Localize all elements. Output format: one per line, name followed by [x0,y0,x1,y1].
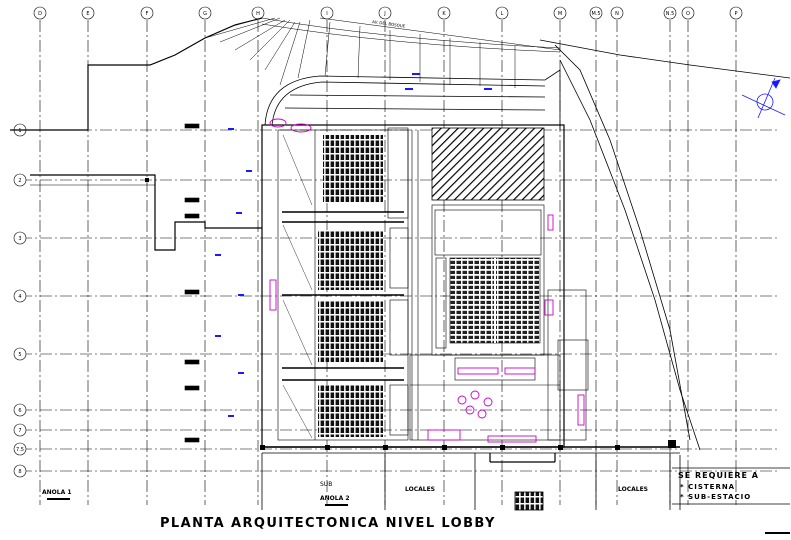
street-lines [204,17,561,88]
svg-text:J: J [383,11,385,17]
column-posts [145,178,676,450]
svg-text:L: L [501,11,504,17]
svg-text:F: F [146,11,149,17]
row-marker-labels: 1 2 3 4 5 6 7 7.5 8 [16,128,24,475]
svg-text:K: K [442,11,446,17]
svg-text:8: 8 [18,469,21,475]
svg-text:7.5: 7.5 [16,447,24,453]
ramp [264,69,561,130]
locales-label-2: LOCALES [618,486,648,493]
dimension-marks [215,73,492,417]
building-outline [261,124,680,463]
label-underlines [47,498,790,534]
text-labels: ANOLA 1 SUB ANOLA 2 LOCALES LOCALES AV. … [42,19,759,531]
note-line-3: * SUB-ESTACIO [680,493,751,501]
site-boundary [10,17,263,251]
furniture [269,118,585,443]
parking-diagonals [282,134,313,439]
core [387,127,419,440]
parking-stalls [318,135,383,437]
note-line-2: * CISTERNA [680,483,735,491]
svg-text:H: H [256,11,260,17]
column-markers [33,6,743,20]
lobby [409,289,589,441]
svg-text:G: G [203,11,207,17]
svg-text:N.5: N.5 [666,11,675,17]
row-markers [13,123,27,478]
drawing-title: PLANTA ARQUITECTONICA NIVEL LOBBY [160,516,496,531]
auditorium [431,204,545,356]
hatched-zone [431,127,545,201]
svg-text:M.5: M.5 [591,11,600,17]
svg-text:6: 6 [18,408,21,414]
anola-2-label: ANOLA 2 [320,495,350,502]
svg-text:O: O [686,11,690,17]
column-marker-labels: D E F G H I J K L M M.5 N N.5 O P [38,11,737,17]
anola-1-label: ANOLA 1 [42,489,72,496]
svg-text:N: N [615,11,619,17]
grid-lines [20,20,780,505]
svg-text:7: 7 [18,428,21,434]
svg-text:I: I [326,11,327,17]
svg-text:5: 5 [18,352,21,358]
avenue-label: AV. DEL BOSQUE [372,19,406,29]
svg-text:2: 2 [18,178,21,184]
north-arrow-icon [741,77,786,119]
svg-text:3: 3 [18,236,21,242]
svg-text:D: D [38,11,42,17]
lower-structure [261,453,790,511]
locales-label-1: LOCALES [405,486,435,493]
svg-text:1: 1 [18,128,21,134]
svg-text:M: M [558,11,562,17]
svg-text:4: 4 [18,294,21,300]
property-lines [539,39,791,451]
note-line-1: SE REQUIERE A [678,471,759,480]
level-markers [184,123,200,443]
svg-text:E: E [86,11,89,17]
sub-label: SUB [320,481,332,488]
svg-text:P: P [734,11,737,17]
